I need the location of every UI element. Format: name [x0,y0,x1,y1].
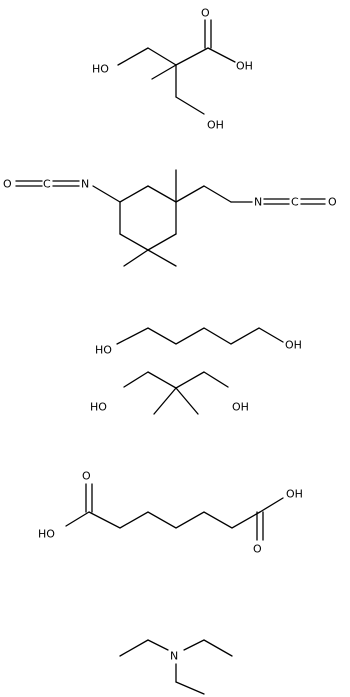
oxygen-label: O [3,178,12,191]
hydroxyl-label: OH [286,488,303,501]
nitrogen-label: N [254,196,262,209]
bond [175,96,205,115]
hydroxyl-label: OH [207,119,224,132]
bond [65,511,90,527]
bond [175,681,205,695]
carbon-label: C [43,178,51,191]
bond [183,639,205,651]
bond [123,249,149,267]
adipic-acid-structure: O HO OH O [38,470,303,556]
carbon-label: C [291,196,299,209]
nitrogen-label: N [81,178,89,191]
hydroxyl-label: HO [95,344,112,357]
dimethylolpropionic-acid-structure: O OH HO OH [92,7,253,132]
bond [175,185,205,203]
bond [153,387,177,415]
oxygen-label: O [82,470,91,483]
bond [147,249,177,267]
bond [151,64,177,80]
hydroxyl-label: HO [90,401,107,414]
isophorone-diisocyanate-structure: O C N N C O [3,169,337,267]
carbon-chain [88,511,261,529]
hydroxyl-label: HO [92,63,109,76]
bond [203,185,232,203]
bond [175,387,199,415]
oxygen-label: O [201,7,210,20]
bond [123,371,149,388]
carbon-chain [116,327,284,345]
hexanediol-structure: HO OH [95,327,302,357]
neopentyl-glycol-structure: HO OH [90,371,249,415]
triethylamine-structure: N [119,639,233,695]
ring-bond [147,185,177,203]
ring-bond [119,233,149,251]
oxygen-label: O [253,543,262,556]
bond [207,47,236,63]
bond [92,185,121,203]
bond [203,639,233,657]
bond [259,497,284,513]
bond [147,639,169,651]
hydroxyl-label: OH [236,60,253,73]
bond [175,47,209,66]
hydroxyl-label: OH [232,401,249,414]
bond [117,47,149,66]
bond [119,639,149,657]
bond [147,47,177,66]
ring-bond [119,185,149,203]
nitrogen-label: N [170,650,178,663]
hydroxyl-label: HO [38,528,55,541]
bond [203,371,229,388]
bond [175,371,205,389]
bond [147,371,177,389]
oxygen-label: O [328,196,337,209]
hydroxyl-label: OH [285,339,302,352]
ring-bond [147,233,177,251]
